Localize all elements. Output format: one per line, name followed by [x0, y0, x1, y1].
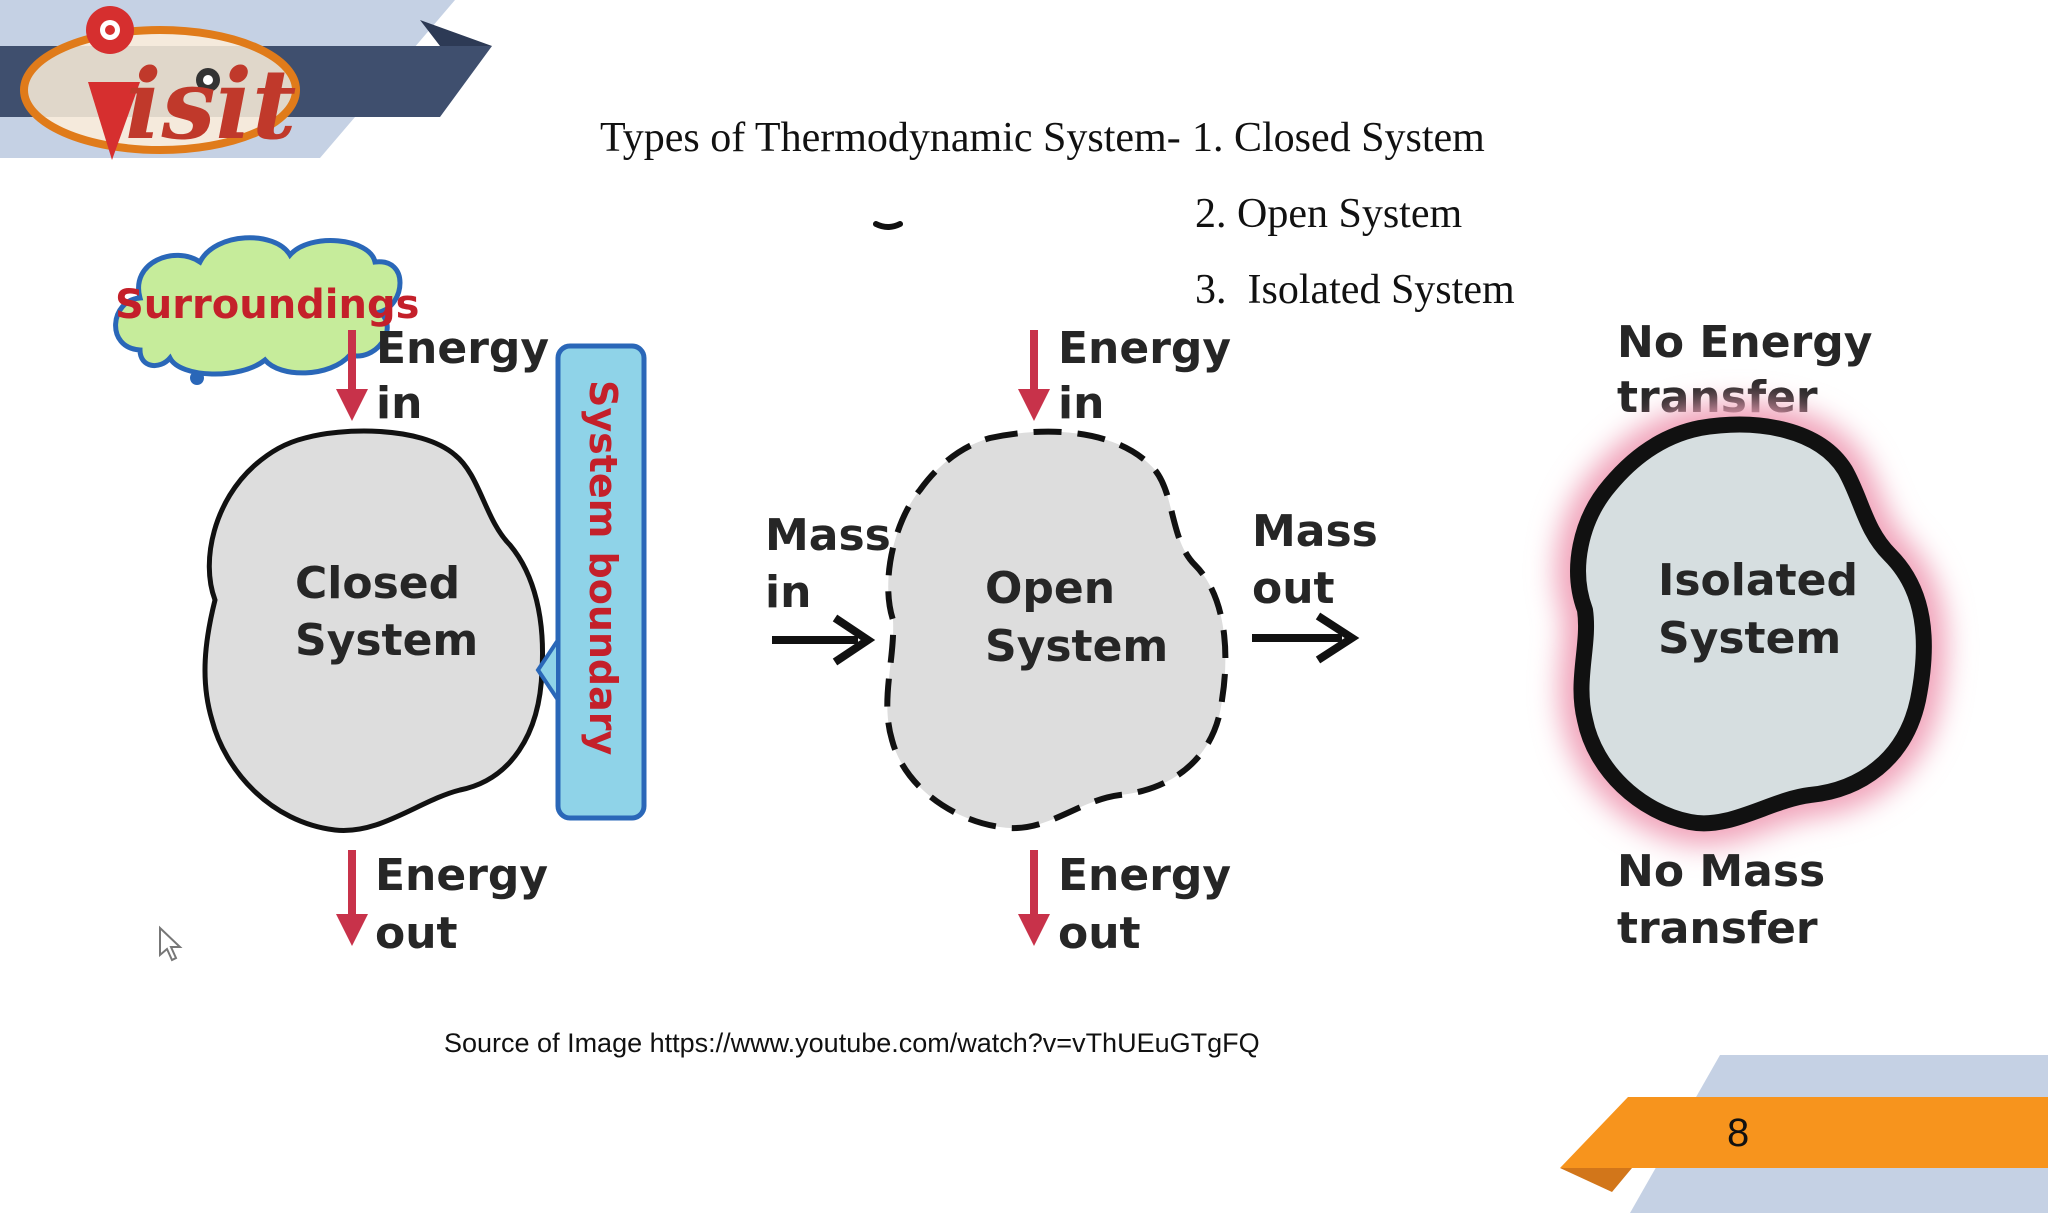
open-system-diagram: Energy in Mass in Open System Mass out E…: [765, 323, 1378, 959]
type-item-open: 2. Open System: [1195, 191, 1462, 237]
no-energy-line1: No Energy: [1617, 317, 1872, 368]
mass-in-line2: in: [765, 567, 811, 618]
open-system-label-line2: System: [985, 621, 1168, 672]
gear-icon: [86, 6, 134, 54]
open-system-label-line1: Open: [985, 563, 1115, 614]
mass-in-line1: Mass: [765, 510, 891, 561]
type-item-closed: 1. Closed System: [1192, 115, 1485, 161]
logo-text: isit: [125, 48, 296, 161]
closed-system-blob: [202, 428, 545, 833]
footer-banner: 8: [1560, 1055, 2048, 1213]
isolated-system-blob: [1570, 416, 1932, 832]
system-boundary-label: System boundary: [581, 380, 625, 756]
title-stray-mark: [873, 221, 903, 230]
mass-out-arrow: [1252, 612, 1360, 664]
open-energy-in-line2: in: [1058, 378, 1104, 429]
closed-energy-out-line2: out: [375, 908, 458, 959]
mass-in-arrow: [772, 614, 876, 666]
small-gear-icon: [196, 68, 220, 92]
open-energy-out-line1: Energy: [1058, 850, 1231, 901]
type-item-isolated: 3. Isolated System: [1195, 267, 1515, 313]
footer-orange-fold: [1560, 1168, 1632, 1192]
surroundings-cloud: Surroundings: [113, 235, 419, 385]
slide-title: Types of Thermodynamic System-: [600, 115, 1181, 161]
open-energy-out-line2: out: [1058, 908, 1141, 959]
mouse-cursor-icon: [159, 925, 183, 962]
closed-energy-out-line1: Energy: [375, 850, 548, 901]
banner-navy-tip: [420, 20, 492, 46]
boundary-pointer: [535, 633, 560, 707]
closed-system-diagram: Surroundings Energy in Closed System Sys…: [113, 235, 647, 962]
closed-energy-in-line2: in: [376, 378, 422, 429]
closed-system-label-line2: System: [295, 615, 478, 666]
no-mass-line1: No Mass: [1617, 846, 1825, 897]
page-number: 8: [1727, 1111, 1749, 1155]
isolated-system-label-line1: Isolated: [1658, 555, 1858, 606]
surroundings-label: Surroundings: [115, 282, 419, 328]
no-mass-line2: transfer: [1617, 903, 1818, 954]
open-energy-in-line1: Energy: [1058, 323, 1231, 374]
closed-system-label-line1: Closed: [295, 558, 460, 609]
isit-logo: isit: [20, 6, 300, 161]
image-source-caption: Source of Image https://www.youtube.com/…: [444, 1028, 1260, 1058]
open-system-blob: [884, 428, 1229, 832]
logo-pen-icon: [88, 82, 140, 160]
mass-out-line2: out: [1252, 563, 1335, 614]
mass-out-line1: Mass: [1252, 506, 1378, 557]
cloud-bubble-icon: [190, 371, 204, 385]
isolated-system-diagram: No Energy transfer Isolated System No Ma…: [1556, 317, 1946, 954]
footer-orange-band: [1560, 1097, 2048, 1168]
system-boundary-box: [555, 343, 647, 821]
isolated-system-label-line2: System: [1658, 613, 1841, 664]
closed-energy-in-line1: Energy: [376, 323, 549, 374]
